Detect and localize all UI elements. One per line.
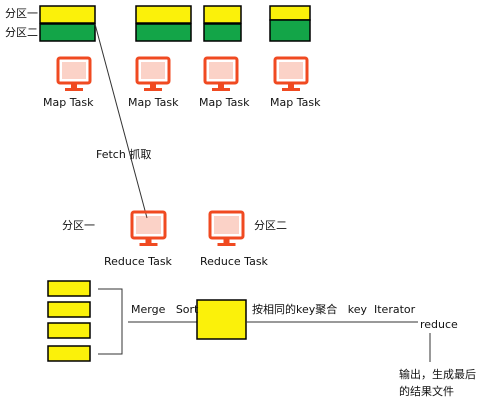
map-task-label: Map Task bbox=[43, 96, 94, 109]
reduce-label: reduce bbox=[420, 318, 458, 331]
map-task-label: Map Task bbox=[128, 96, 179, 109]
partition-2-label: 分区二 bbox=[5, 26, 38, 39]
reduce-task-label: Reduce Task bbox=[104, 255, 172, 268]
reduce-partition-1-label: 分区一 bbox=[62, 219, 95, 232]
map-output-1 bbox=[39, 5, 96, 42]
computer-monitor-icon bbox=[130, 210, 167, 246]
computer-monitor-icon bbox=[135, 56, 171, 91]
computer-monitor-icon bbox=[273, 56, 309, 91]
partition-1-label: 分区一 bbox=[5, 7, 38, 20]
fetched-partition-stack bbox=[47, 280, 91, 362]
map-output-3 bbox=[203, 5, 242, 42]
merge-bracket bbox=[98, 288, 123, 355]
map-output-4 bbox=[269, 5, 311, 42]
map-task-label: Map Task bbox=[270, 96, 321, 109]
computer-monitor-icon bbox=[56, 56, 92, 91]
reduce-task-label: Reduce Task bbox=[200, 255, 268, 268]
group-label: 按相同的key聚合 key Iterator bbox=[252, 303, 416, 316]
computer-monitor-icon bbox=[203, 56, 239, 91]
fetch-line bbox=[94, 23, 148, 219]
output-label-line2: 的结果文件 bbox=[399, 385, 454, 398]
map-output-2 bbox=[135, 5, 192, 42]
merge-sort-label: Merge Sort bbox=[131, 303, 199, 316]
computer-monitor-icon bbox=[208, 210, 245, 246]
merged-partition-block bbox=[196, 299, 247, 340]
reduce-partition-2-label: 分区二 bbox=[254, 219, 287, 232]
fetch-label: Fetch 抓取 bbox=[96, 148, 152, 161]
map-task-label: Map Task bbox=[199, 96, 250, 109]
output-label-line1: 输出，生成最后 bbox=[399, 368, 476, 381]
